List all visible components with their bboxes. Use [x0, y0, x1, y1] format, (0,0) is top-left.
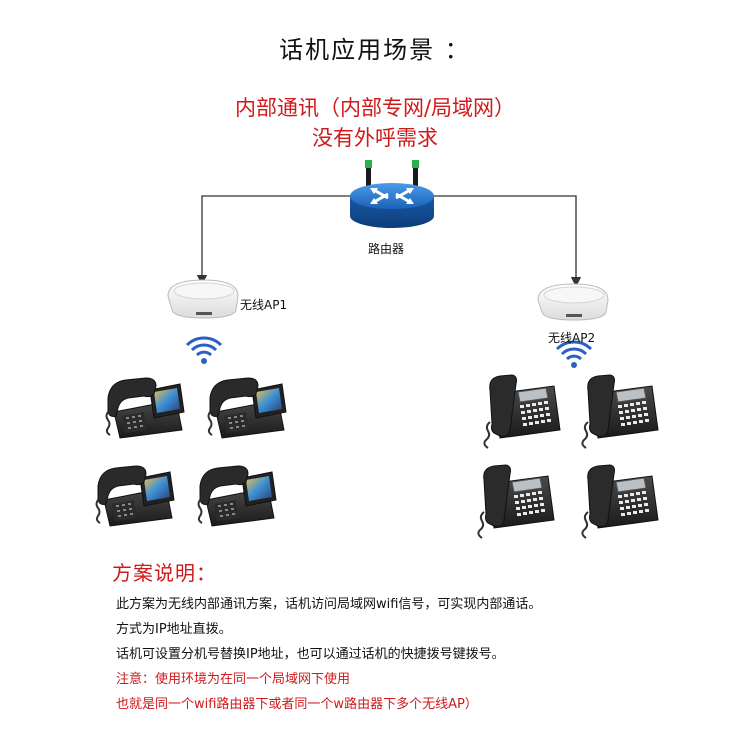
subtitle-no-outbound: 没有外呼需求 — [312, 126, 438, 150]
phone-group-ap1 — [95, 377, 287, 527]
ip-phone-icon — [581, 464, 659, 539]
connection-lines — [196, 195, 582, 288]
plan-line: 方式为IP地址直拨。 — [116, 622, 232, 637]
ip-phone-icon — [105, 377, 185, 439]
router-to-ap2-line — [432, 195, 582, 288]
access-point-2-icon — [537, 283, 609, 321]
ip-phone-icon — [581, 374, 659, 449]
subtitle-internal-comm: 内部通讯（内部专网/局域网） — [234, 96, 516, 120]
ip-phone-icon — [197, 465, 277, 527]
router-icon — [350, 160, 434, 228]
ip-phone-icon — [483, 374, 561, 449]
ip-phone-icon — [95, 465, 175, 527]
ip-phone-icon — [477, 464, 555, 539]
ap1-label: 无线AP1 — [240, 298, 288, 312]
wifi-signal-1-icon — [185, 336, 223, 366]
router-to-ap1-line — [196, 195, 352, 286]
ip-phone-icon — [207, 377, 287, 439]
network-diagram — [95, 160, 659, 539]
plan-note-line: 也就是同一个wifi路由器下或者同一个w路由器下多个无线AP） — [116, 697, 478, 712]
access-point-1-icon — [167, 279, 239, 319]
phone-group-ap2 — [477, 374, 659, 539]
router-label: 路由器 — [368, 242, 405, 256]
page-title: 话机应用场景 ： — [279, 36, 471, 64]
plan-note-line: 注意：使用环境为在同一个局域网下使用 — [116, 672, 351, 687]
plan-line: 此方案为无线内部通讯方案，话机访问局域网wifi信号，可实现内部通话。 — [116, 597, 542, 612]
plan-heading: 方案说明： — [112, 561, 217, 585]
plan-line: 话机可设置分机号替换IP地址，也可以通过话机的快捷拨号键拨号。 — [116, 647, 505, 662]
ap2-label: 无线AP2 — [548, 331, 596, 345]
